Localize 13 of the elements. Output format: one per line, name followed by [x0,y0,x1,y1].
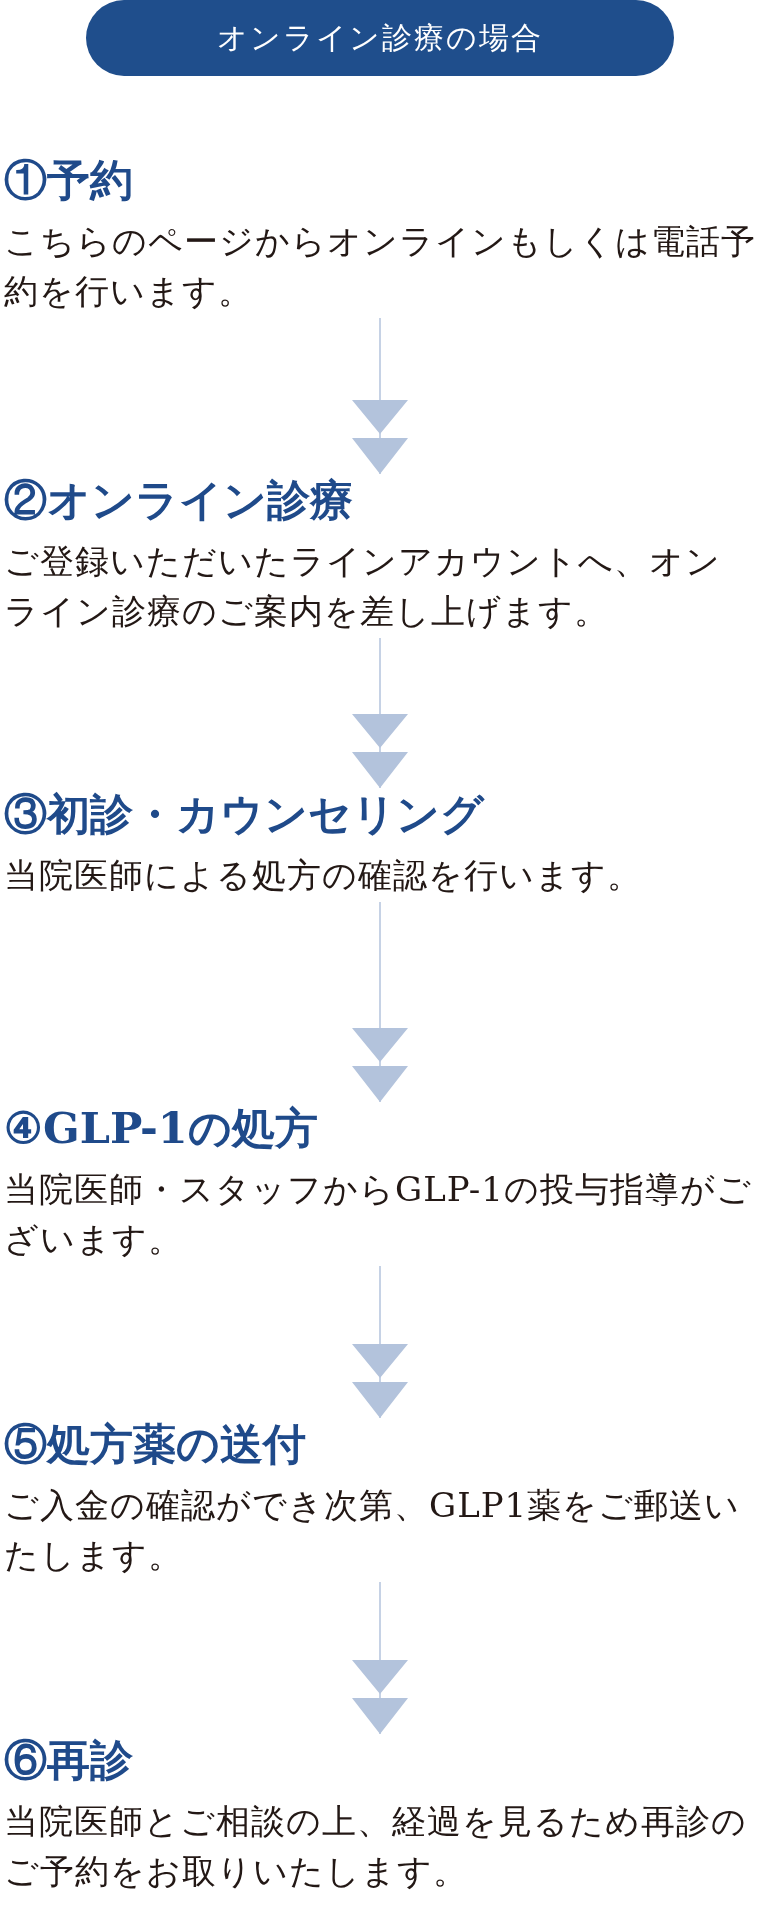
step-description: ご登録いただいたラインアカウントへ、オンライン診療のご案内を差し上げます。 [4,540,722,633]
step-heading: ⑤処方薬の送付 [4,1420,307,1468]
step-heading: ③初診・カウンセリング [4,790,486,838]
step-description: 当院医師とご相談の上、経過を見るため再診のご予約をお取りいたします。 [4,1800,748,1893]
step-heading: ①予約 [4,156,134,204]
step-description: ご入金の確認ができ次第、GLP1薬をご郵送いたします。 [4,1484,742,1577]
step-description: こちらのページからオンラインもしくは電話予約を行います。 [4,220,756,313]
step-description: 当院医師による処方の確認を行います。 [4,854,643,897]
step-heading: ②オンライン診療 [4,476,354,524]
step-heading: ④GLP-1の処方 [4,1104,319,1152]
step-description: 当院医師・スタッフからGLP-1の投与指導がございます。 [4,1168,753,1261]
title-banner: オンライン診療の場合 [86,0,674,76]
step-heading: ⑥再診 [4,1736,134,1784]
